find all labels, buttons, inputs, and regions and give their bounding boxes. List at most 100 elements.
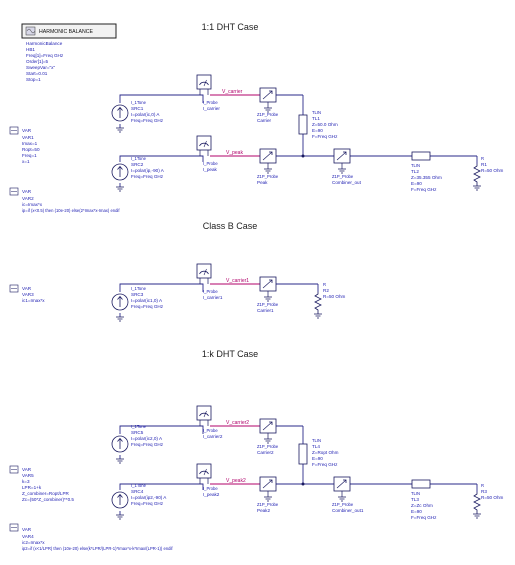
tline-tl2[interactable]: TLIN TL2 Z=35.355 Ohm E=90 F=Freq GHz xyxy=(411,151,442,192)
svg-text:R: R xyxy=(481,483,484,488)
svg-text:Z1P_Probe: Z1P_Probe xyxy=(257,444,279,449)
svg-text:R3: R3 xyxy=(481,489,487,494)
current-probe-i-peak2[interactable]: I_Probe I_peak2 xyxy=(196,463,220,497)
svg-text:I_Probe: I_Probe xyxy=(203,161,218,166)
svg-text:Start=0.01: Start=0.01 xyxy=(26,71,48,76)
svg-text:VAR3: VAR3 xyxy=(22,292,34,297)
svg-text:I_carrier: I_carrier xyxy=(203,106,220,111)
current-source-src5[interactable]: I_1Tone SRC5 I=polar(ic2,0) A Freq=Freq … xyxy=(111,424,164,464)
tline-tl3[interactable]: TLIN TL3 Z=Zc Ohm E=90 F=Freq GHz xyxy=(411,479,437,520)
svg-text:SRC3: SRC3 xyxy=(131,292,144,297)
svg-text:E=90: E=90 xyxy=(312,128,323,133)
svg-text:Freq=Freq GHz: Freq=Freq GHz xyxy=(131,501,164,506)
svg-text:ip2=if (x<1/LPR) then (10e-20): ip2=if (x<1/LPR) then (10e-20) else(k*LP… xyxy=(22,546,173,551)
svg-text:SweepVar="x": SweepVar="x" xyxy=(26,65,55,70)
var-block-var3[interactable]: VAR VAR3 ic1=Imax*x xyxy=(9,284,45,303)
current-probe-i-peak[interactable]: I_Probe I_peak xyxy=(196,135,218,172)
section-title-class-b: Class B Case xyxy=(203,221,258,231)
impedance-probe-combiner-out1[interactable]: Z1P_Probe Combiner_out1 xyxy=(332,476,364,513)
current-source-src2[interactable]: I_1Tone SRC2 I=polar(ip,-90) A Freq=Freq… xyxy=(111,156,165,192)
current-source-src1[interactable]: I_1Tone SRC1 I=polar(ic,0) A Freq=Freq G… xyxy=(111,100,164,133)
svg-text:F=Freq GHz: F=Freq GHz xyxy=(312,462,338,467)
net-label-v-carrier2: V_carrier2 xyxy=(226,420,249,426)
svg-text:E=90: E=90 xyxy=(411,181,422,186)
var-block-var4[interactable]: VAR VAR4 ic2=Imax*x ip2=if (x<1/LPR) the… xyxy=(9,523,173,551)
svg-text:Freq[1]=Freq GHz: Freq[1]=Freq GHz xyxy=(26,53,64,58)
resistor-r1[interactable]: R R1 R=50 Ohm xyxy=(473,156,504,191)
svg-text:I_peak2: I_peak2 xyxy=(203,492,220,497)
svg-text:SRC5: SRC5 xyxy=(131,430,144,435)
svg-text:R2: R2 xyxy=(323,288,329,293)
svg-text:TLIN: TLIN xyxy=(312,438,321,443)
svg-text:E=90: E=90 xyxy=(411,509,422,514)
net-label-v-carrier1: V_carrier1 xyxy=(226,278,249,284)
svg-text:VAR: VAR xyxy=(22,189,32,194)
svg-text:VAR4: VAR4 xyxy=(22,534,34,539)
svg-text:I_peak: I_peak xyxy=(203,167,217,172)
svg-text:Peak2: Peak2 xyxy=(257,508,270,513)
harmonic-balance-title: HARMONIC BALANCE xyxy=(39,29,93,35)
tline-tl4[interactable]: TLIN TL4 Z=Ropt Ohm E=90 F=Freq GHz xyxy=(298,438,339,467)
svg-text:F=Freq GHz: F=Freq GHz xyxy=(312,134,338,139)
svg-text:R: R xyxy=(481,156,484,161)
current-source-src3[interactable]: I_1Tone SRC3 I=polar(ic1,0) A Freq=Freq … xyxy=(111,286,164,322)
harmonic-balance-controller[interactable]: HARMONIC BALANCE xyxy=(21,23,117,39)
impedance-probe-combiner-out[interactable]: Z1P_Probe Combiner_out xyxy=(332,148,362,185)
resistor-r3[interactable]: R R3 R=50 Ohm xyxy=(473,483,504,519)
current-source-src4[interactable]: I_1Tone SRC4 I=polar(ip2,-90) A Freq=Fre… xyxy=(111,483,167,520)
svg-text:VAR2: VAR2 xyxy=(22,196,34,201)
svg-text:I_carrier2: I_carrier2 xyxy=(203,434,223,439)
svg-text:VAR: VAR xyxy=(22,527,32,532)
impedance-probe-peak2[interactable]: Z1P_Probe Peak2 xyxy=(257,476,279,513)
svg-text:Ropt=50: Ropt=50 xyxy=(22,147,40,152)
svg-text:Z1P_Probe: Z1P_Probe xyxy=(257,112,279,117)
svg-text:SRC1: SRC1 xyxy=(131,106,144,111)
svg-text:ip=if (x<0.5) then (10e-20) el: ip=if (x<0.5) then (10e-20) else(2*Imax*… xyxy=(22,208,120,213)
svg-text:Carrier2: Carrier2 xyxy=(257,450,274,455)
svg-text:Imax=1: Imax=1 xyxy=(22,141,38,146)
svg-text:I=polar(ic1,0) A: I=polar(ic1,0) A xyxy=(131,298,163,303)
harmonic-balance-params: HarmonicBalance HB1 Freq[1]=Freq GHz Ord… xyxy=(26,41,64,82)
svg-text:R1: R1 xyxy=(481,162,487,167)
impedance-probe-carrier1[interactable]: Z1P_Probe Carrier1 xyxy=(257,276,279,313)
svg-text:R=50 Ohm: R=50 Ohm xyxy=(323,294,346,299)
section-title-dht-1-k: 1:k DHT Case xyxy=(202,349,258,359)
current-probe-i-carrier2[interactable]: I_Probe I_carrier2 xyxy=(196,405,223,439)
net-label-v-peak2: V_peak2 xyxy=(226,478,246,484)
svg-text:I_1Tone: I_1Tone xyxy=(131,286,147,291)
svg-text:Z=35.355 Ohm: Z=35.355 Ohm xyxy=(411,175,442,180)
impedance-probe-carrier2[interactable]: Z1P_Probe Carrier2 xyxy=(257,418,279,455)
current-probe-i-carrier[interactable]: I_Probe I_carrier xyxy=(196,74,220,111)
svg-text:TLIN: TLIN xyxy=(411,491,420,496)
svg-text:k=3: k=3 xyxy=(22,479,30,484)
svg-text:TLIN: TLIN xyxy=(312,110,321,115)
svg-text:Z=50.0 Ohm: Z=50.0 Ohm xyxy=(312,122,338,127)
resistor-r2[interactable]: R R2 R=50 Ohm xyxy=(314,282,346,319)
net-label-v-peak: V_peak xyxy=(226,150,243,156)
var-block-var1[interactable]: VAR VAR1 Imax=1 Ropt=50 Freq=1 x=1 xyxy=(9,126,40,164)
svg-text:Carrier1: Carrier1 xyxy=(257,308,274,313)
var-block-var5[interactable]: VAR VAR5 k=3 LPR=1+k Z_combiner=Ropt/LPR… xyxy=(9,465,74,502)
impedance-probe-peak[interactable]: Z1P_Probe Peak xyxy=(257,148,279,185)
svg-text:TL1: TL1 xyxy=(312,116,320,121)
svg-text:TL2: TL2 xyxy=(411,169,419,174)
svg-text:Z1P_Probe: Z1P_Probe xyxy=(332,174,354,179)
svg-text:Z1P_Probe: Z1P_Probe xyxy=(257,502,279,507)
svg-text:x=1: x=1 xyxy=(22,159,30,164)
svg-text:Z_combiner=Ropt/LPR: Z_combiner=Ropt/LPR xyxy=(22,491,70,496)
svg-text:VAR: VAR xyxy=(22,286,32,291)
tline-tl1[interactable]: TLIN TL1 Z=50.0 Ohm E=90 F=Freq GHz xyxy=(298,110,338,139)
impedance-probe-carrier[interactable]: Z1P_Probe Carrier xyxy=(257,87,279,123)
svg-text:E=90: E=90 xyxy=(312,456,323,461)
svg-text:I_carrier1: I_carrier1 xyxy=(203,295,223,300)
svg-text:HarmonicBalance: HarmonicBalance xyxy=(26,41,63,46)
current-probe-i-carrier1[interactable]: I_Probe I_carrier1 xyxy=(196,263,223,300)
wires xyxy=(119,94,478,515)
var-block-var2[interactable]: VAR VAR2 ic=Imax*x ip=if (x<0.5) then (1… xyxy=(9,187,120,213)
svg-text:Freq=1: Freq=1 xyxy=(22,153,37,158)
svg-text:Z1P_Probe: Z1P_Probe xyxy=(257,174,279,179)
svg-text:Combiner_out1: Combiner_out1 xyxy=(332,508,364,513)
svg-text:VAR: VAR xyxy=(22,128,32,133)
